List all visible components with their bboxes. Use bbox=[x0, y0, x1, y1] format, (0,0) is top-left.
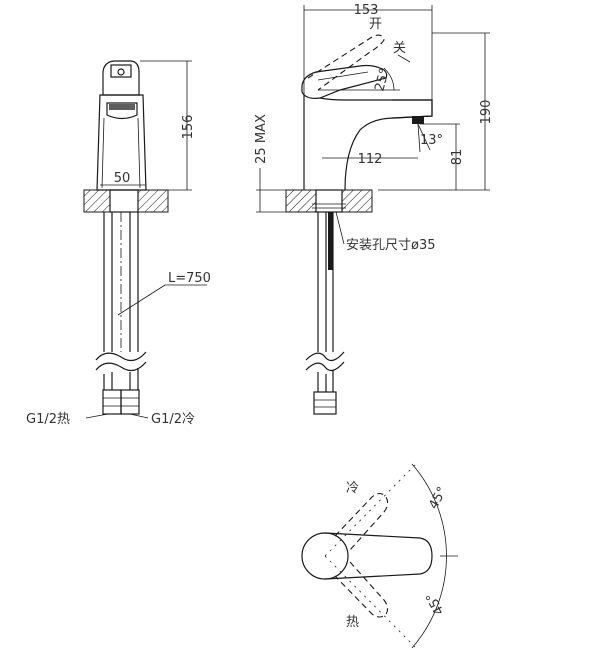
front-handle-indicator bbox=[117, 68, 125, 76]
front-fitting-hot bbox=[102, 389, 122, 415]
top-lever bbox=[324, 532, 433, 580]
dim-deck-thickness: 25 MAX bbox=[254, 114, 269, 164]
label-hot: 热 bbox=[346, 615, 359, 630]
side-lever bbox=[301, 64, 388, 99]
label-close: 关 bbox=[393, 41, 406, 56]
dim-front-height: 156 bbox=[181, 115, 196, 140]
dim-side-depth: 153 bbox=[354, 3, 379, 18]
top-lever-cold bbox=[334, 492, 389, 551]
dim-spout-height: 81 bbox=[450, 149, 465, 166]
angle-lower: 45° bbox=[423, 590, 447, 617]
front-fitting-cold bbox=[120, 389, 140, 415]
side-deck-right bbox=[341, 189, 373, 213]
dim-reach: 112 bbox=[358, 152, 383, 167]
side-spout bbox=[391, 99, 433, 119]
angle-upper: 45° bbox=[426, 484, 450, 511]
front-deck-right bbox=[137, 189, 169, 213]
side-hose-dark bbox=[328, 212, 333, 270]
top-view: 冷 热 45° 45° bbox=[301, 463, 458, 649]
top-lever-hot bbox=[334, 561, 389, 618]
side-fitting bbox=[313, 391, 337, 415]
front-hose-break bbox=[95, 351, 147, 362]
front-deck-left bbox=[83, 189, 111, 213]
inlet-cold-label: G1/2冷 bbox=[151, 412, 195, 427]
front-aerator bbox=[106, 102, 138, 120]
front-handle-cap bbox=[110, 64, 132, 78]
side-deck-left bbox=[285, 189, 317, 213]
lever-open-position bbox=[307, 34, 385, 91]
side-view: 153 开 关 25° 13° 112 81 190 bbox=[254, 3, 494, 415]
inlet-hot-label: G1/2热 bbox=[26, 412, 70, 427]
dim-lever-angle: 25° bbox=[372, 67, 392, 93]
front-view: 156 50 L=750 G1/2热 G1/2冷 bbox=[26, 60, 211, 427]
front-mount-shank bbox=[109, 189, 139, 213]
label-cold: 冷 bbox=[346, 481, 359, 496]
label-open: 开 bbox=[369, 17, 382, 32]
front-handle bbox=[102, 60, 140, 96]
dim-total-height: 190 bbox=[479, 100, 494, 125]
dim-front-width: 50 bbox=[114, 171, 131, 186]
side-aerator bbox=[412, 116, 424, 124]
side-hose-break bbox=[305, 351, 345, 362]
top-angle-arc bbox=[411, 463, 447, 649]
hose-length-label: L=750 bbox=[168, 271, 211, 286]
side-mount-shank bbox=[315, 189, 343, 213]
side-body bbox=[303, 95, 433, 191]
front-aerator-shade bbox=[109, 104, 135, 110]
dim-spout-angle: 13° bbox=[420, 133, 443, 148]
mounting-hole-label: 安装孔尺寸ø35 bbox=[346, 238, 436, 253]
